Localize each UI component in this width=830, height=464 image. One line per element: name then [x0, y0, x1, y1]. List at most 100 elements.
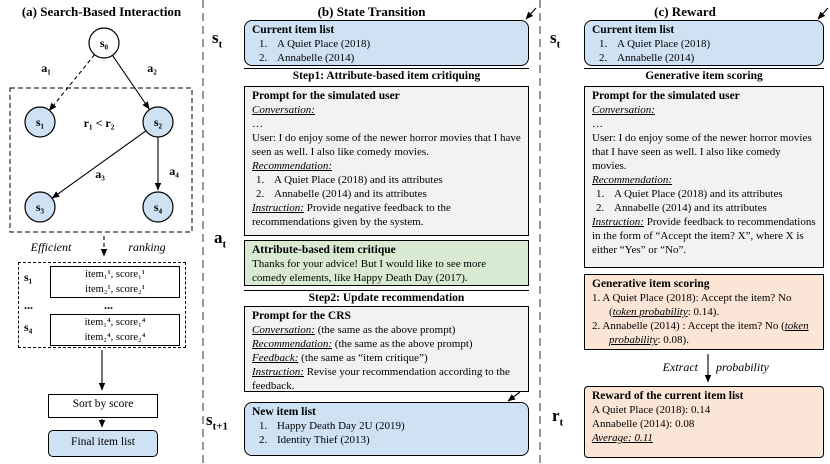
rec-item: 2.Annabelle (2014) and its attributes: [592, 201, 816, 215]
state-label-sub: t: [556, 38, 561, 51]
item-number: 2.: [596, 202, 605, 214]
item-number: 2.: [599, 52, 608, 64]
user-utterance: User: I do enjoy some of the newer horro…: [592, 132, 812, 172]
ranking-dots-left: ...: [24, 298, 33, 312]
state-label-base: s: [212, 28, 219, 47]
new-list-title: New item list: [252, 406, 316, 418]
list-item: 2. Identity Thief (2013): [252, 433, 521, 447]
node-s0: [88, 27, 120, 59]
rec-item: 2.Annabelle (2014) and its attributes: [252, 187, 521, 201]
state-label-st-c: st: [550, 28, 560, 50]
state-space-boundary: [9, 87, 193, 233]
panel-b-title: (b) State Transition: [317, 4, 426, 19]
edge-a1: [48, 54, 96, 111]
action-label-base: a: [214, 228, 223, 247]
item-text: Identity Thief (2013): [277, 434, 370, 446]
simulated-user-prompt-box-b: Prompt for the simulated user Conversati…: [244, 86, 529, 236]
prompt-title: Prompt for the simulated user: [592, 90, 740, 102]
extract-label: Extract: [662, 360, 698, 374]
list-item: 1.A Quiet Place (2018): [592, 37, 816, 51]
ranking-row1-items: item₁¹, score₁¹ item₂¹, score₂¹: [50, 266, 180, 298]
node-s4: [142, 191, 174, 223]
step1-header: Step1: Attribute-based item critiquing: [244, 68, 529, 82]
item-text: A Quiet Place (2018): [277, 38, 371, 50]
item-text: Happy Death Day 2U (2019): [277, 420, 405, 432]
edge-a3-label: a₃: [95, 167, 105, 181]
reward-line: A Quiet Place (2018): 0.14: [592, 404, 711, 416]
ranking-label: ranking: [128, 240, 165, 254]
item-text: A Quiet Place (2018): [617, 38, 711, 50]
critique-text: Thanks for your advice! But I would like…: [252, 258, 486, 284]
state-label-st-b: st: [212, 28, 222, 50]
final-item-list-box: Final item list: [48, 430, 158, 457]
edge-a2-label: a₂: [147, 61, 157, 75]
panel-a-title: (a) Search-Based Interaction: [21, 4, 182, 19]
crs-line: Instruction: Revise your recommendation …: [252, 366, 510, 392]
simulated-user-prompt-box-c: Prompt for the simulated user Conversati…: [584, 86, 824, 268]
rec-item: 1. A Quiet Place (2018) and its attribute…: [592, 187, 816, 201]
item-text: Annabelle (2014): [617, 52, 695, 64]
instruction-line: Instruction: Provide feedback to recomme…: [592, 215, 816, 257]
conversation-label: Conversation:: [252, 104, 315, 116]
action-label-at: at: [214, 228, 226, 250]
reward-label-sub: t: [559, 416, 564, 429]
node-s2-label: s₂: [154, 115, 163, 129]
item-text: A Quiet Place (2018) and its attributes: [274, 174, 443, 186]
crs-line: Recommendation: (the same as the above p…: [252, 338, 473, 350]
reward-relation-label: r₁ < r₂: [84, 116, 115, 130]
ranking-row1-line1: item₁¹, score₁¹: [85, 269, 145, 280]
generative-scoring-header: Generative item scoring: [584, 68, 824, 82]
current-item-list-box-b: Current item list 1.A Quiet Place (2018)…: [244, 20, 529, 66]
node-s2: [142, 106, 174, 138]
ranking-row1-state: s₁: [24, 270, 33, 284]
sort-by-score-box: Sort by score: [48, 394, 158, 418]
state-label-sub: t+1: [212, 420, 229, 433]
action-label-sub: t: [222, 238, 227, 251]
prompt-title: Prompt for the simulated user: [252, 90, 400, 102]
node-s1: [24, 106, 56, 138]
current-item-list-box-c: Current item list 1.A Quiet Place (2018)…: [584, 20, 824, 66]
conversation-label: Conversation:: [592, 104, 655, 116]
item-number: 2.: [259, 434, 268, 446]
edge-a3: [51, 130, 147, 199]
instruction-label: Instruction:: [592, 216, 644, 228]
ranking-table-border: [18, 262, 186, 348]
crs-prompt-title: Prompt for the CRS: [252, 310, 351, 322]
ellipsis: …: [592, 118, 603, 130]
item-number: 1.: [259, 420, 268, 432]
list-item: 2. Annabelle (2014): [592, 51, 816, 65]
reward-label-rt: rt: [552, 406, 563, 428]
item-number: 1.: [256, 174, 265, 186]
item-text: A Quiet Place (2018) and its attributes: [614, 188, 783, 200]
list-item: 1. A Quiet Place (2018): [252, 37, 521, 51]
edge-a4-label: a₄: [169, 164, 179, 178]
ranking-row2-line1: item₁⁴, score₁⁴: [84, 317, 146, 328]
crs-line: Conversation: (the same as the above pro…: [252, 324, 456, 336]
edge-a1-label: a₁: [41, 61, 51, 75]
crs-line: Feedback: (the same as “item critique”): [252, 352, 428, 364]
node-s0-label: s₀: [100, 36, 109, 50]
instruction-label: Instruction:: [252, 202, 304, 214]
efficient-label: Efficient: [30, 240, 72, 254]
crs-prompt-box: Prompt for the CRS Conversation: (the sa…: [244, 306, 529, 392]
ranking-row2-state: s₄: [24, 320, 33, 334]
item-number: 1.: [596, 188, 605, 200]
state-label-sub: t: [218, 38, 223, 51]
list-item: 2.Annabelle (2014): [252, 51, 521, 65]
state-label-base: s: [206, 410, 213, 429]
recommendation-label: Recommendation:: [252, 160, 333, 172]
ranking-row1-line2: item₂¹, score₂¹: [85, 283, 145, 295]
ranking-row2-items: item₁⁴, score₁⁴ item₂⁴, score₂⁴: [50, 314, 180, 346]
list-item: 1. Happy Death Day 2U (2019): [252, 419, 521, 433]
node-s3-label: s₃: [36, 200, 45, 214]
node-s3: [24, 191, 56, 223]
user-utterance: User: I do enjoy some of the newer horro…: [252, 132, 521, 158]
instruction-line: Instruction: Provide negative feedback t…: [252, 201, 521, 229]
instruction-text: Provide feedback to recommendations in t…: [592, 216, 816, 256]
item-number: 1.: [259, 38, 268, 50]
crs-to-newlist-arrow: [507, 391, 521, 402]
panel-c-title: (c) Reward: [654, 4, 716, 19]
reward-line: Annabelle (2014): 0.08: [592, 418, 695, 430]
item-number: 2.: [256, 188, 265, 200]
